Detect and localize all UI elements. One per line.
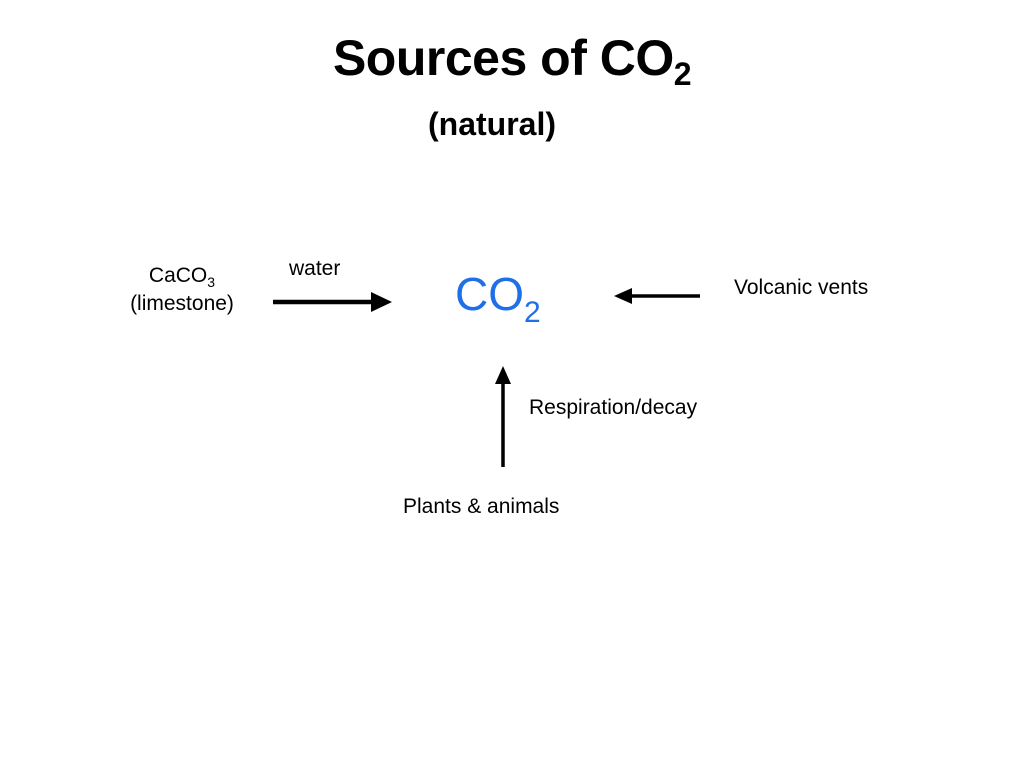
limestone-formula: CaCO3 [100, 262, 264, 290]
title-subscript: 2 [673, 56, 692, 92]
limestone-node: CaCO3 (limestone) [100, 262, 264, 318]
plants-animals-node: Plants & animals [403, 495, 560, 518]
co2-center-node: CO2 [455, 266, 541, 328]
organisms-to-co2-arrow [495, 366, 511, 467]
co2-subscript: 2 [524, 296, 541, 329]
volcanic-vents-node: Volcanic vents [734, 276, 869, 299]
slide-title: Sources of CO2 [0, 26, 1024, 90]
limestone-formula-subscript: 3 [207, 274, 216, 290]
limestone-name: (limestone) [130, 292, 234, 315]
limestone-formula-text: CaCO [148, 264, 208, 287]
slide-subtitle: (natural) [428, 106, 556, 142]
title-text: Sources of CO [332, 30, 674, 86]
volcanic-to-co2-arrow [614, 288, 700, 304]
limestone-to-co2-arrow [273, 292, 392, 312]
co2-text: CO [455, 268, 524, 320]
respiration-edge-label: Respiration/decay [529, 396, 698, 419]
water-edge-label: water [289, 257, 341, 280]
